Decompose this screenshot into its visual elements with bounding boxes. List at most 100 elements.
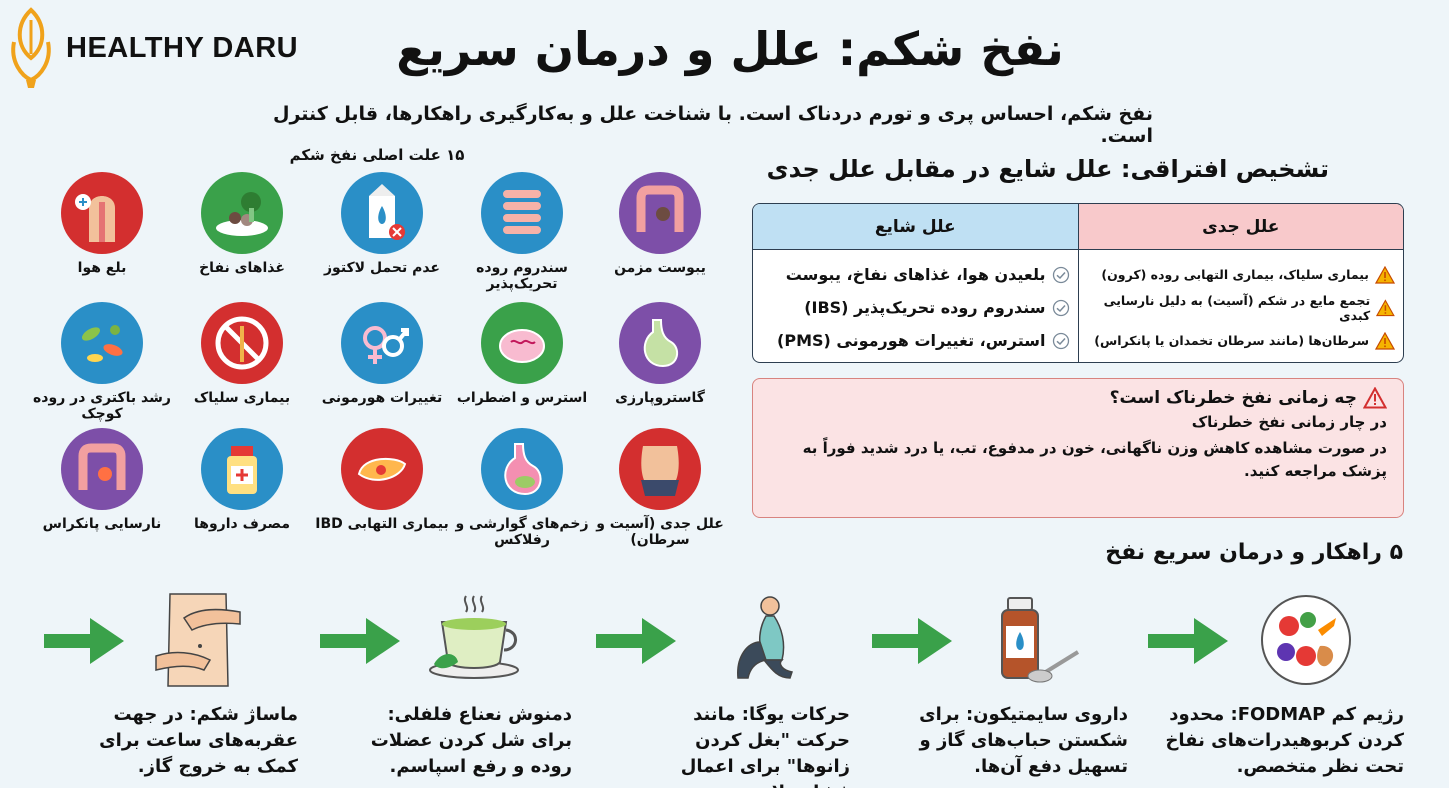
tip-title: ماساژ شکم:	[189, 704, 298, 725]
cause-item: تغییرات هورمونی	[312, 302, 452, 406]
differential-title: تشخیص افتراقی: علل شایع در مقابل علل جدی	[766, 155, 1329, 183]
cause-item: استرس و اضطراب	[452, 302, 592, 406]
serious-row: تجمع مایع در شکم (آسیت) به دلیل نارسایی …	[1087, 291, 1395, 324]
page-title: نفخ شکم: علل و درمان سریع	[396, 22, 1064, 76]
danger-warning-box: چه زمانی نفخ خطرناک است؟ در چار زمانی نف…	[752, 378, 1404, 518]
syrup-spoon-icon	[1001, 597, 1080, 683]
common-row: بلعیدن هوا، غذاهای نفاخ، یبوست	[761, 258, 1070, 291]
no-wheat-icon	[201, 302, 283, 384]
serious-item: بیماری سلیاک، بیماری التهابی روده (کرون)	[1101, 267, 1369, 282]
medicine-bottle-icon	[201, 428, 283, 510]
arrow-right-icon	[872, 618, 952, 664]
brain-icon	[481, 302, 563, 384]
cause-item: بیماری التهابی IBD	[312, 428, 452, 532]
healthy-plate-icon	[1261, 595, 1351, 685]
cause-item: یبوست مزمن	[590, 172, 730, 276]
swallow-air-icon	[61, 172, 143, 254]
cause-item: علل جدی (آسیت و سرطان)	[590, 428, 730, 548]
gender-symbols-icon	[341, 302, 423, 384]
common-header: علل شایع	[753, 204, 1078, 249]
cause-label: مصرف داروها	[193, 516, 291, 532]
warning-icon	[1363, 387, 1387, 409]
serious-row: سرطان‌ها (مانند سرطان تخمدان یا پانکراس)	[1087, 324, 1395, 357]
cause-label: استرس و اضطراب	[456, 390, 588, 406]
cause-label: زخم‌های گوارشی و رفلاکس	[455, 516, 589, 549]
common-item: بلعیدن هوا، غذاهای نفاخ، یبوست	[785, 265, 1046, 284]
check-circle-icon	[1052, 266, 1069, 283]
cause-item: گاستروپارزی	[590, 302, 730, 406]
tip-body: برای شکستن حباب‌های گاز و تسهیل دفع آن‌ه…	[919, 704, 1128, 778]
serious-column: بیماری سلیاک، بیماری التهابی روده (کرون)…	[1077, 250, 1404, 362]
cause-label: علل جدی (آسیت و سرطان)	[596, 516, 724, 549]
cause-label: بلع هوا	[77, 260, 127, 276]
cause-label: غذاهای نفاخ	[199, 260, 285, 276]
cause-item: بیماری سلیاک	[172, 302, 312, 406]
arrow-right-icon	[44, 618, 124, 664]
tip-body: در جهت عقربه‌های ساعت برای کمک به خروج گ…	[99, 704, 298, 778]
common-row: استرس، تغییرات هورمونی (PMS)	[761, 324, 1070, 357]
check-circle-icon	[1052, 332, 1069, 349]
tip-title: حرکات یوگا:	[741, 704, 850, 725]
cause-label: گاستروپارزی	[615, 390, 705, 406]
cause-item: مصرف داروها	[172, 428, 312, 532]
tip-yoga: حرکات یوگا: مانند حرکت "بغل کردن زانوها"…	[636, 702, 850, 788]
bacteria-icon	[61, 302, 143, 384]
beans-broccoli-icon	[201, 172, 283, 254]
arrow-right-icon	[1148, 618, 1228, 664]
brand-name: HEALTHY DARU	[66, 31, 299, 64]
mint-tea-icon	[429, 595, 519, 679]
brand-logo-icon	[11, 7, 51, 88]
causes-title: ۱۵ علت اصلی نفخ شکم	[289, 146, 465, 164]
cause-label: سندروم روده تحریک‌پذیر	[476, 260, 568, 293]
tip-body: محدود کردن کربوهیدرات‌های نفاخ تحت نظر م…	[1165, 704, 1404, 778]
cause-label: عدم تحمل لاکتوز	[323, 260, 440, 276]
check-circle-icon	[1052, 299, 1069, 316]
common-item: استرس، تغییرات هورمونی (PMS)	[777, 331, 1046, 350]
arrow-right-icon	[596, 618, 676, 664]
differential-table: علل جدی علل شایع بیماری سلیاک، بیماری ال…	[752, 203, 1404, 363]
page-subtitle: نفخ شکم، احساس پری و تورم دردناک است. با…	[272, 103, 1153, 147]
colon-icon	[619, 172, 701, 254]
milk-carton-icon	[341, 172, 423, 254]
tip-simethicone: داروی سایمتیکون: برای شکستن حباب‌های گاز…	[904, 702, 1128, 780]
cause-item: بلع هوا	[32, 172, 172, 276]
common-column: بلعیدن هوا، غذاهای نفاخ، یبوست سندروم رو…	[753, 250, 1078, 362]
cause-item: زخم‌های گوارشی و رفلاکس	[452, 428, 592, 548]
inflamed-pancreas-icon	[341, 428, 423, 510]
tip-title: داروی سایمتیکون:	[965, 704, 1128, 725]
warning-icon	[1375, 265, 1395, 284]
serious-item: تجمع مایع در شکم (آسیت) به دلیل نارسایی …	[1103, 292, 1371, 323]
cause-item: نارسایی پانکراس	[32, 428, 172, 532]
ulcer-stomach-icon	[481, 428, 563, 510]
cause-item: سندروم روده تحریک‌پذیر	[452, 172, 592, 292]
warning-text: در صورت مشاهده کاهش وزن ناگهانی، خون در …	[802, 439, 1387, 481]
brand: HEALTHY DARU	[8, 6, 298, 90]
tip-mint-tea: دمنوش نعناع فلفلی: برای شل کردن عضلات رو…	[352, 702, 572, 780]
warning-title: چه زمانی نفخ خطرناک است؟	[1109, 388, 1357, 408]
cause-label: تغییرات هورمونی	[321, 390, 443, 406]
yoga-pose-icon	[737, 596, 793, 679]
tips-title: ۵ راهکار و درمان سریع نفخ	[1105, 540, 1403, 565]
warning-subtitle: در چار زمانی نفخ خطرناک	[1191, 413, 1387, 431]
cause-label: رشد باکتری در روده کوچک	[33, 390, 171, 423]
cause-label: بیماری التهابی IBD	[315, 516, 449, 532]
cause-item: غذاهای نفاخ	[172, 172, 312, 276]
inflamed-intestine-icon	[61, 428, 143, 510]
cause-item: رشد باکتری در روده کوچک	[32, 302, 172, 422]
tip-massage: ماساژ شکم: در جهت عقربه‌های ساعت برای کم…	[62, 702, 298, 780]
warning-icon	[1375, 331, 1395, 350]
belly-massage-icon	[155, 593, 241, 687]
arrow-right-icon	[320, 618, 400, 664]
tip-title: رژیم کم FODMAP:	[1230, 704, 1405, 725]
swollen-belly-icon	[619, 428, 701, 510]
common-item: سندروم روده تحریک‌پذیر (IBS)	[804, 298, 1046, 317]
common-row: سندروم روده تحریک‌پذیر (IBS)	[761, 291, 1070, 324]
cause-label: نارسایی پانکراس	[42, 516, 162, 532]
tip-title: دمنوش نعناع فلفلی:	[387, 704, 572, 725]
tip-body: مانند حرکت "بغل کردن زانوها" برای اعمال …	[680, 704, 850, 788]
serious-item: سرطان‌ها (مانند سرطان تخمدان یا پانکراس)	[1094, 333, 1369, 348]
intestine-icon	[481, 172, 563, 254]
cause-label: یبوست مزمن	[614, 260, 706, 276]
cause-label: بیماری سلیاک	[193, 390, 291, 406]
warning-icon	[1376, 298, 1395, 316]
